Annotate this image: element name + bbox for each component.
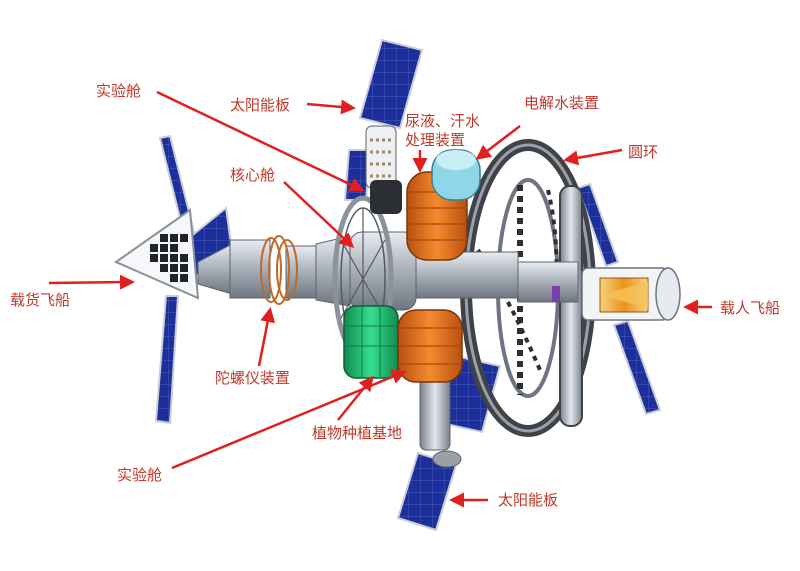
label-core-module: 核心舱 [230, 166, 276, 184]
label-solar-panel-top: 太阳能板 [230, 96, 291, 114]
solar-panel-right-lower [612, 319, 662, 416]
label-plant-base: 植物种植基地 [312, 424, 403, 442]
electrolysis-tank [431, 149, 481, 201]
arrowhead-icon [283, 181, 355, 249]
label-lab-module-top: 实验舱 [96, 82, 142, 100]
vertical-truss [365, 125, 462, 468]
arrowhead-icon [257, 307, 276, 367]
label-lab-module-bottom: 实验舱 [117, 466, 163, 484]
label-gyroscope: 陀螺仪装置 [215, 369, 291, 387]
label-crew-ship: 载人飞船 [720, 299, 781, 317]
orange-module-lower [397, 309, 463, 383]
arrowhead-icon [306, 99, 356, 115]
arrowhead-icon [156, 90, 365, 192]
arrowhead-icon [563, 148, 623, 166]
label-urine-sweat-2: 处理装置 [405, 131, 466, 149]
green-module [343, 305, 399, 379]
arrowhead-icon [475, 125, 521, 160]
solar-panel-right-upper [576, 182, 620, 268]
arrowhead-icon [48, 274, 135, 290]
gyroscope-rings [260, 235, 298, 305]
label-cargo-ship: 载货飞船 [10, 291, 71, 309]
cargo-ship [113, 208, 200, 300]
label-electrolysis: 电解水装置 [524, 94, 600, 112]
label-urine-sweat: 尿液、汗水 [405, 112, 481, 130]
label-ring: 圆环 [628, 143, 659, 161]
leader-arrows [48, 90, 712, 508]
arrowhead-icon [171, 369, 407, 470]
label-solar-panel-bottom: 太阳能板 [498, 491, 559, 509]
crew-ship [552, 267, 681, 321]
solar-panel-left-lower [154, 295, 180, 425]
arrowhead-icon [337, 375, 374, 421]
